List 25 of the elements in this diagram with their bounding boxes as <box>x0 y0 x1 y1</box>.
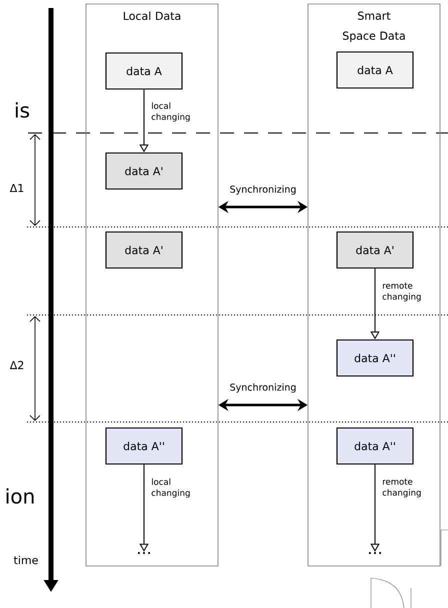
column-heading: Local Data <box>124 12 180 20</box>
edge-label: local changing <box>152 102 190 122</box>
ellipsis: ... <box>369 552 381 554</box>
edge-label: Synchronizing <box>228 382 298 394</box>
data-box: data A'' <box>336 427 414 465</box>
side-label: Δ1 <box>10 184 24 192</box>
column-panel <box>308 4 440 566</box>
side-label: ion <box>6 488 34 504</box>
side-label: time <box>14 556 38 564</box>
data-box: data A'' <box>105 427 183 465</box>
side-label: Δ2 <box>10 360 24 370</box>
edge-label: remote changing <box>382 282 421 302</box>
side-label: is <box>16 102 30 118</box>
data-box: data A' <box>105 231 183 269</box>
column-heading: Smart Space Data <box>343 12 405 42</box>
data-box: data A' <box>105 152 183 190</box>
data-box: data A <box>336 51 414 89</box>
edge-label: remote changing <box>382 478 421 498</box>
data-box: data A'' <box>336 339 414 377</box>
data-box: data A <box>105 52 183 90</box>
edge-label: local changing <box>152 478 190 498</box>
edge-label: Synchronizing <box>228 184 298 196</box>
column-panel <box>86 4 218 566</box>
data-box: data A' <box>336 231 414 269</box>
ellipsis: ... <box>138 552 150 554</box>
